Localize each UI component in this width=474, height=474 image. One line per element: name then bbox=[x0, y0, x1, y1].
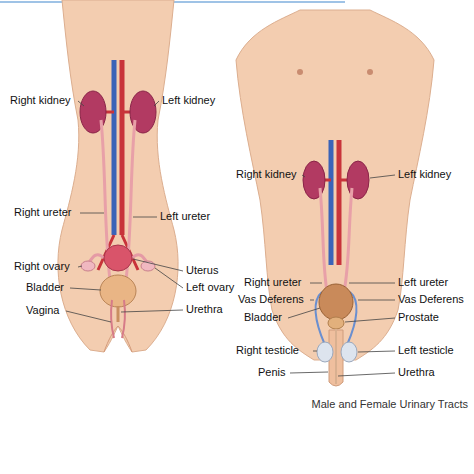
part-label: Left ureter bbox=[160, 210, 210, 223]
leader-line bbox=[78, 266, 82, 267]
leader-line bbox=[338, 373, 395, 376]
part-label: Vas Deferens bbox=[398, 293, 464, 306]
part-label: Urethra bbox=[186, 303, 223, 316]
iliac-vessels bbox=[98, 235, 138, 270]
leader-line bbox=[358, 351, 395, 352]
leader-line bbox=[310, 283, 322, 284]
leader-line bbox=[154, 101, 159, 106]
part-label: Urethra bbox=[398, 366, 435, 379]
part-label: Bladder bbox=[244, 311, 282, 324]
male-urethra bbox=[335, 329, 337, 384]
leader-line bbox=[302, 175, 305, 177]
vena-cava bbox=[112, 60, 117, 235]
right-ureter bbox=[320, 188, 327, 292]
part-label: Left kidney bbox=[162, 94, 215, 107]
leader-line bbox=[80, 213, 104, 214]
leader-line bbox=[133, 217, 157, 218]
vena-cava bbox=[329, 140, 334, 265]
nipple bbox=[297, 69, 303, 75]
part-label: Right ureter bbox=[14, 206, 71, 219]
leader-line bbox=[370, 175, 395, 178]
left-testicle bbox=[341, 342, 357, 362]
nipple bbox=[367, 69, 373, 75]
leader-line bbox=[349, 283, 395, 284]
leader-line bbox=[121, 310, 183, 312]
part-label: Penis bbox=[258, 366, 286, 379]
right-testicle bbox=[317, 342, 333, 362]
part-label: Left ureter bbox=[398, 276, 448, 289]
part-label: Right testicle bbox=[236, 344, 299, 357]
renal-vessels bbox=[322, 179, 350, 182]
part-label: Vas Deferens bbox=[238, 293, 304, 306]
part-label: Left ovary bbox=[186, 281, 234, 294]
leader-line bbox=[155, 268, 183, 288]
aorta bbox=[120, 60, 125, 235]
part-label: Right kidney bbox=[236, 168, 297, 181]
part-label: Left testicle bbox=[398, 344, 454, 357]
female-urethra bbox=[117, 306, 120, 322]
leader-line bbox=[66, 311, 111, 322]
male-torso bbox=[236, 10, 434, 360]
part-label: Left kidney bbox=[398, 168, 451, 181]
female-torso bbox=[58, 0, 178, 352]
leader-line bbox=[345, 318, 395, 322]
female-bladder bbox=[100, 275, 136, 307]
left-ureter bbox=[344, 188, 352, 292]
right-ovary bbox=[81, 261, 95, 271]
leader-line bbox=[288, 308, 320, 318]
aorta bbox=[337, 140, 342, 265]
caption: Male and Female Urinary Tracts bbox=[312, 398, 469, 411]
vagina bbox=[111, 300, 125, 338]
part-label: Bladder bbox=[26, 281, 64, 294]
part-label: Right kidney bbox=[10, 94, 71, 107]
leader-line bbox=[290, 372, 328, 373]
part-label: Right ureter bbox=[244, 276, 301, 289]
leader-line bbox=[78, 101, 84, 106]
leader-line bbox=[133, 259, 183, 271]
female-crotch bbox=[104, 326, 132, 352]
leader-line bbox=[70, 288, 101, 290]
part-label: Vagina bbox=[26, 304, 59, 317]
prostate bbox=[328, 317, 344, 329]
male-bladder bbox=[319, 284, 353, 320]
part-label: Right ovary bbox=[14, 260, 70, 273]
leader-line bbox=[310, 300, 314, 301]
part-label: Uterus bbox=[186, 264, 218, 277]
leader-line bbox=[313, 351, 317, 352]
uterus bbox=[104, 245, 132, 271]
leader-line bbox=[358, 300, 395, 301]
part-label: Prostate bbox=[398, 311, 439, 324]
